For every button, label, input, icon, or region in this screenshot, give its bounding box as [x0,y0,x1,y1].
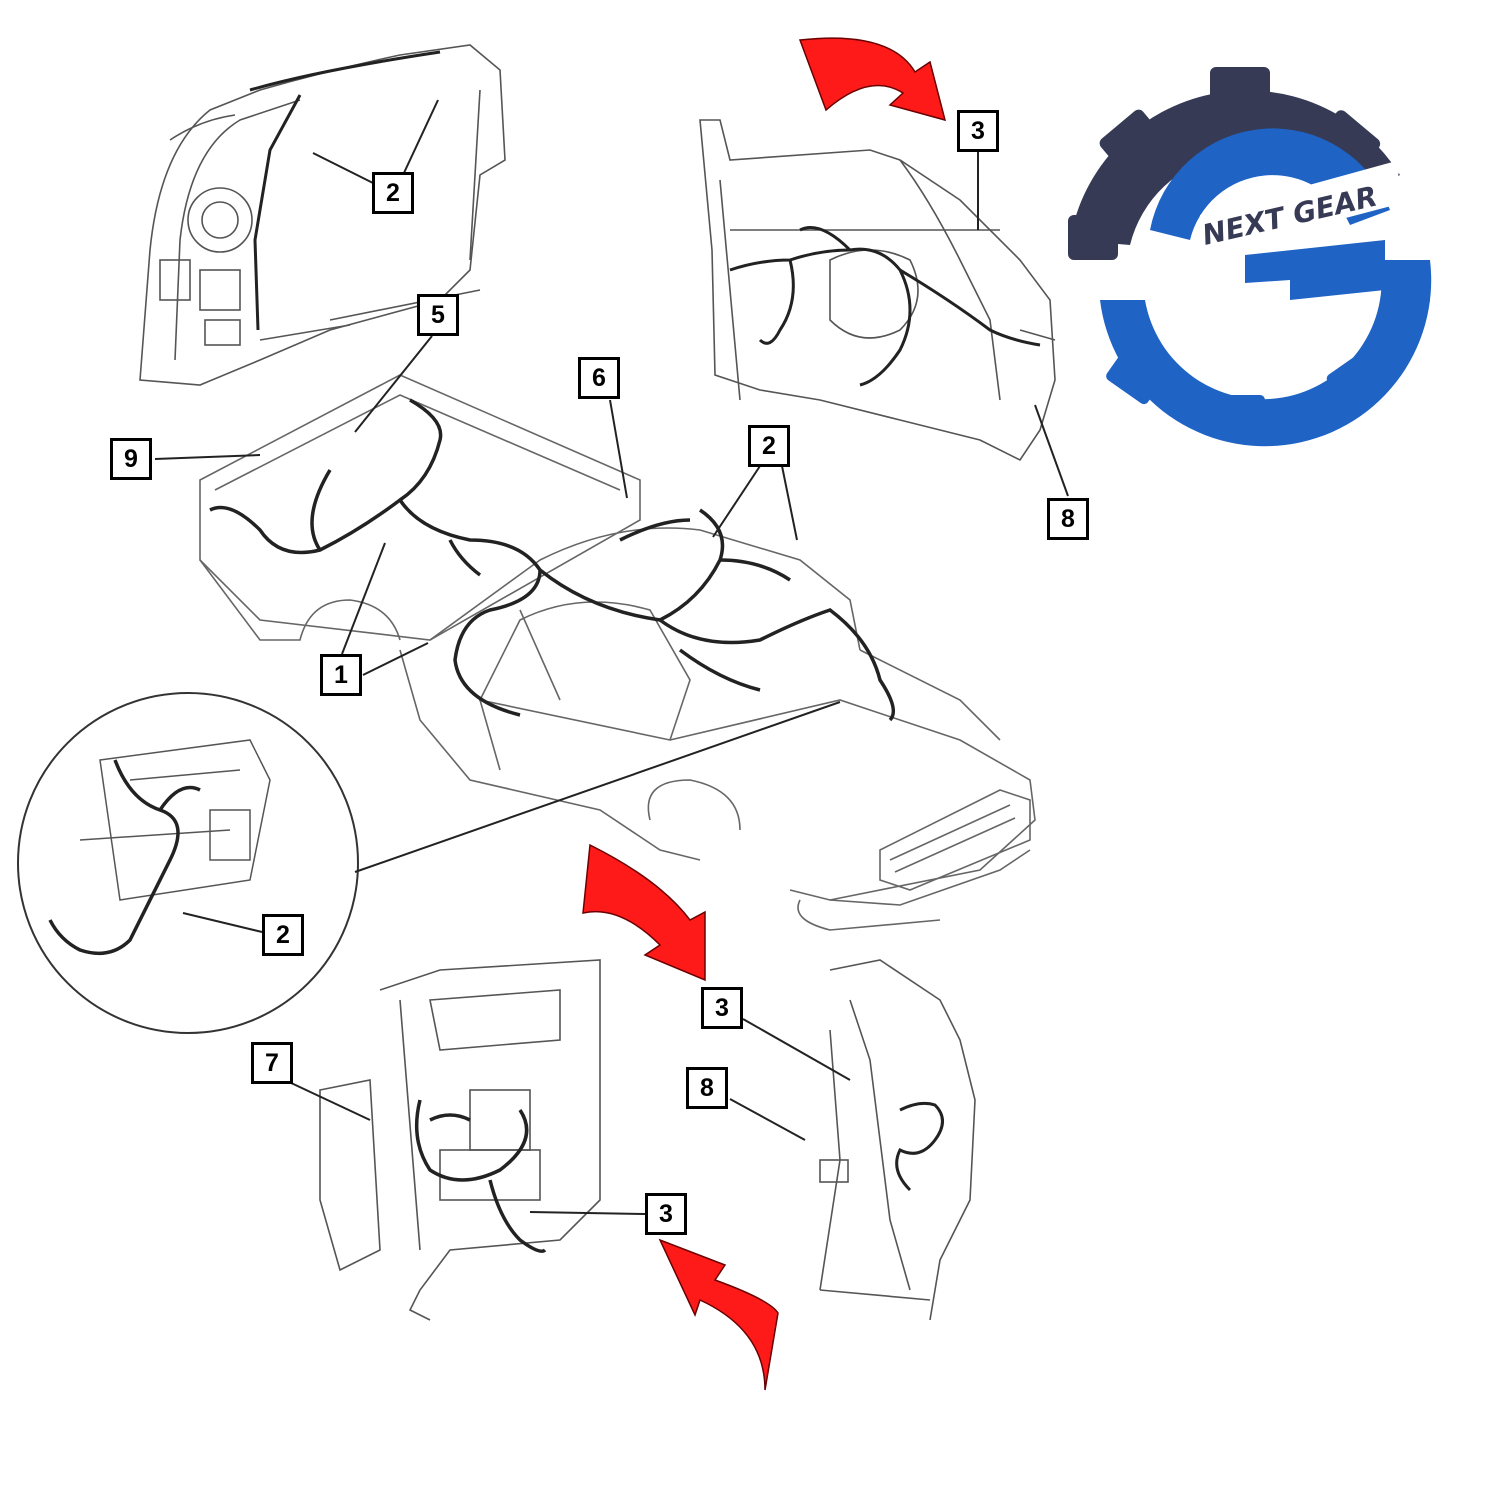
door-panel-illustration [699,119,1056,462]
door-harness [729,226,1041,387]
red-arrow-bottom [658,1238,779,1391]
red-arrow-middle [582,843,706,982]
callout-3-dash: 3 [645,1193,687,1235]
red-arrows [582,37,947,1391]
callout-2-middle: 2 [748,425,790,467]
dash-area-illustration [319,959,601,1321]
callout-2-circle: 2 [262,914,304,956]
callout-3-lower: 3 [701,987,743,1029]
magnified-detail-inset [17,692,359,1034]
door-jamb-illustration [819,959,976,1321]
door-jamb-harness [895,1101,944,1192]
callout-6: 6 [578,357,620,399]
callout-8-lower: 8 [686,1067,728,1109]
truck-body-illustration [199,374,1036,931]
logo-blue-gear [1100,128,1432,447]
logo-banner [1200,160,1400,255]
callout-2-top: 2 [372,172,414,214]
next-gear-logo: NEXT GEAR [1068,67,1432,447]
wiring-harness [209,398,896,722]
callout-8-door: 8 [1047,498,1089,540]
dash-harness [414,1099,547,1253]
red-arrow-top [798,37,947,122]
callout-1: 1 [320,654,362,696]
callout-9: 9 [110,438,152,480]
callout-5: 5 [417,294,459,336]
logo-dark-gear [1068,67,1400,260]
callout-3-door: 3 [957,110,999,152]
inset-leader-line [354,701,841,873]
callout-7: 7 [251,1042,293,1084]
